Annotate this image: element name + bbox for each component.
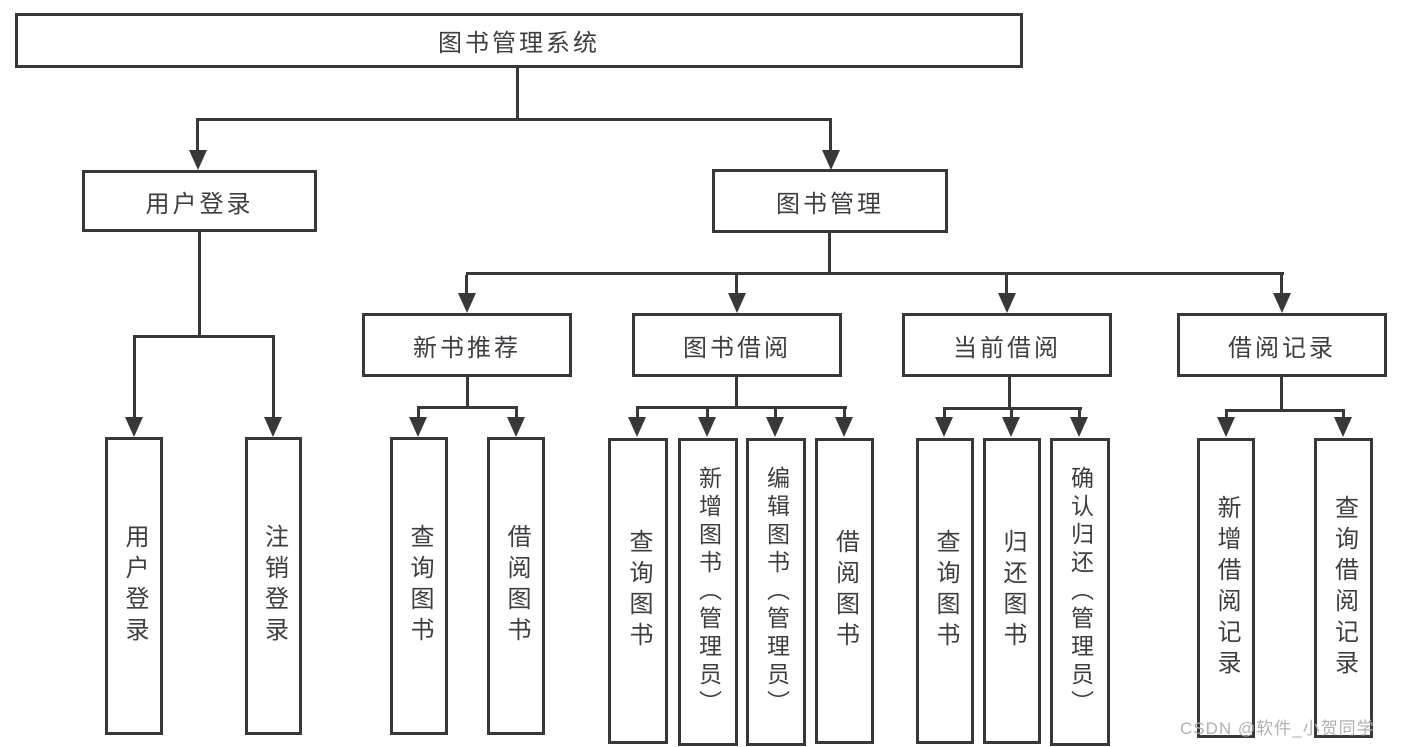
node-book-borrow: 图书借阅 — [632, 313, 842, 377]
leaf-label: 查询图书 — [625, 529, 652, 653]
connector-line — [1280, 377, 1283, 409]
leaf-edit-book-admin: 编辑图书（管理员） — [746, 438, 806, 746]
leaf-label: 新增图书（管理员） — [695, 466, 722, 718]
arrowhead-down-icon — [1070, 417, 1088, 437]
leaf-search-books: 查询图书 — [390, 437, 448, 735]
arrowhead-down-icon — [507, 417, 525, 437]
connector-line — [1225, 409, 1345, 412]
leaf-search-books: 查询图书 — [916, 438, 974, 744]
arrowhead-down-icon — [728, 293, 746, 313]
leaf-borrow-books: 借阅图书 — [487, 437, 545, 735]
arrowhead-down-icon — [1334, 417, 1352, 437]
leaf-label: 确认归还（管理员） — [1067, 466, 1094, 718]
leaf-label: 新增借阅记录 — [1213, 495, 1240, 681]
connector-line — [735, 275, 738, 295]
node-current-borrow: 当前借阅 — [902, 313, 1112, 377]
leaf-search-borrow-record: 查询借阅记录 — [1314, 438, 1373, 738]
connector-line — [133, 335, 275, 338]
arrowhead-down-icon — [409, 417, 427, 437]
connector-line — [272, 338, 275, 419]
node-book-borrow-label: 图书借阅 — [683, 334, 791, 362]
leaf-label: 查询借阅记录 — [1330, 495, 1358, 681]
leaf-user-login: 用户登录 — [105, 437, 163, 735]
connector-line — [1280, 275, 1283, 295]
leaf-confirm-return-admin: 确认归还（管理员） — [1050, 438, 1110, 746]
arrowhead-down-icon — [1217, 417, 1235, 437]
arrowhead-down-icon — [1002, 417, 1020, 437]
leaf-label: 用户登录 — [121, 524, 148, 648]
connector-line — [465, 275, 468, 295]
arrowhead-down-icon — [822, 150, 840, 170]
node-borrow-records-label: 借阅记录 — [1228, 334, 1336, 362]
arrowhead-down-icon — [125, 417, 143, 437]
connector-line — [1225, 412, 1228, 419]
leaf-label: 注销登录 — [260, 524, 288, 648]
connector-line — [1005, 275, 1008, 295]
arrowhead-down-icon — [766, 417, 784, 437]
connector-line — [196, 121, 199, 152]
connector-line — [1008, 377, 1011, 407]
connector-line — [774, 409, 777, 419]
connector-line — [516, 68, 519, 118]
leaf-return-books: 归还图书 — [983, 438, 1041, 744]
connector-line — [843, 409, 846, 419]
connector-line — [515, 409, 518, 419]
connector-line — [636, 406, 847, 409]
leaf-label: 查询图书 — [932, 529, 959, 653]
connector-line — [1010, 410, 1013, 419]
connector-line — [706, 409, 709, 419]
leaf-search-books: 查询图书 — [608, 438, 668, 744]
leaf-label: 查询图书 — [406, 524, 433, 648]
leaf-add-book-admin: 新增图书（管理员） — [678, 438, 738, 746]
node-user-login: 用户登录 — [82, 170, 317, 232]
leaf-label: 借阅图书 — [831, 529, 859, 653]
node-borrow-records: 借阅记录 — [1177, 313, 1387, 377]
arrowhead-down-icon — [189, 150, 207, 170]
connector-line — [466, 377, 469, 406]
leaf-label: 编辑图书（管理员） — [763, 466, 790, 718]
node-book-management-label: 图书管理 — [776, 190, 884, 218]
connector-line — [828, 233, 831, 272]
node-new-book-recommend: 新书推荐 — [362, 313, 572, 377]
arrowhead-down-icon — [835, 417, 853, 437]
arrowhead-down-icon — [1273, 293, 1291, 313]
leaf-borrow-books: 借阅图书 — [815, 438, 874, 744]
connector-line — [466, 272, 1284, 275]
csdn-watermark: CSDN @软件_小贺同学 — [1180, 719, 1375, 738]
node-new-book-recommend-label: 新书推荐 — [413, 334, 521, 362]
connector-line — [1078, 410, 1081, 419]
leaf-add-borrow-record: 新增借阅记录 — [1197, 438, 1255, 738]
node-root-label: 图书管理系统 — [438, 30, 600, 57]
node-book-management: 图书管理 — [712, 169, 948, 233]
connector-line — [829, 121, 832, 152]
leaf-label: 归还图书 — [999, 529, 1026, 653]
arrowhead-down-icon — [264, 417, 282, 437]
leaf-logout: 注销登录 — [245, 437, 302, 735]
arrowhead-down-icon — [628, 417, 646, 437]
node-user-login-label: 用户登录 — [145, 190, 254, 218]
connector-line — [133, 338, 136, 419]
connector-line — [943, 410, 946, 419]
connector-line — [417, 409, 420, 419]
connector-line — [198, 232, 201, 335]
arrowhead-down-icon — [998, 293, 1016, 313]
leaf-label: 借阅图书 — [503, 524, 530, 648]
connector-line — [196, 118, 832, 121]
arrowhead-down-icon — [698, 417, 716, 437]
arrowhead-down-icon — [458, 293, 476, 313]
connector-line — [1342, 412, 1345, 419]
connector-line — [735, 377, 738, 406]
connector-line — [943, 407, 1082, 410]
node-current-borrow-label: 当前借阅 — [953, 334, 1061, 362]
connector-line — [417, 406, 518, 409]
arrowhead-down-icon — [935, 417, 953, 437]
connector-line — [636, 409, 639, 419]
node-root: 图书管理系统 — [15, 13, 1023, 68]
